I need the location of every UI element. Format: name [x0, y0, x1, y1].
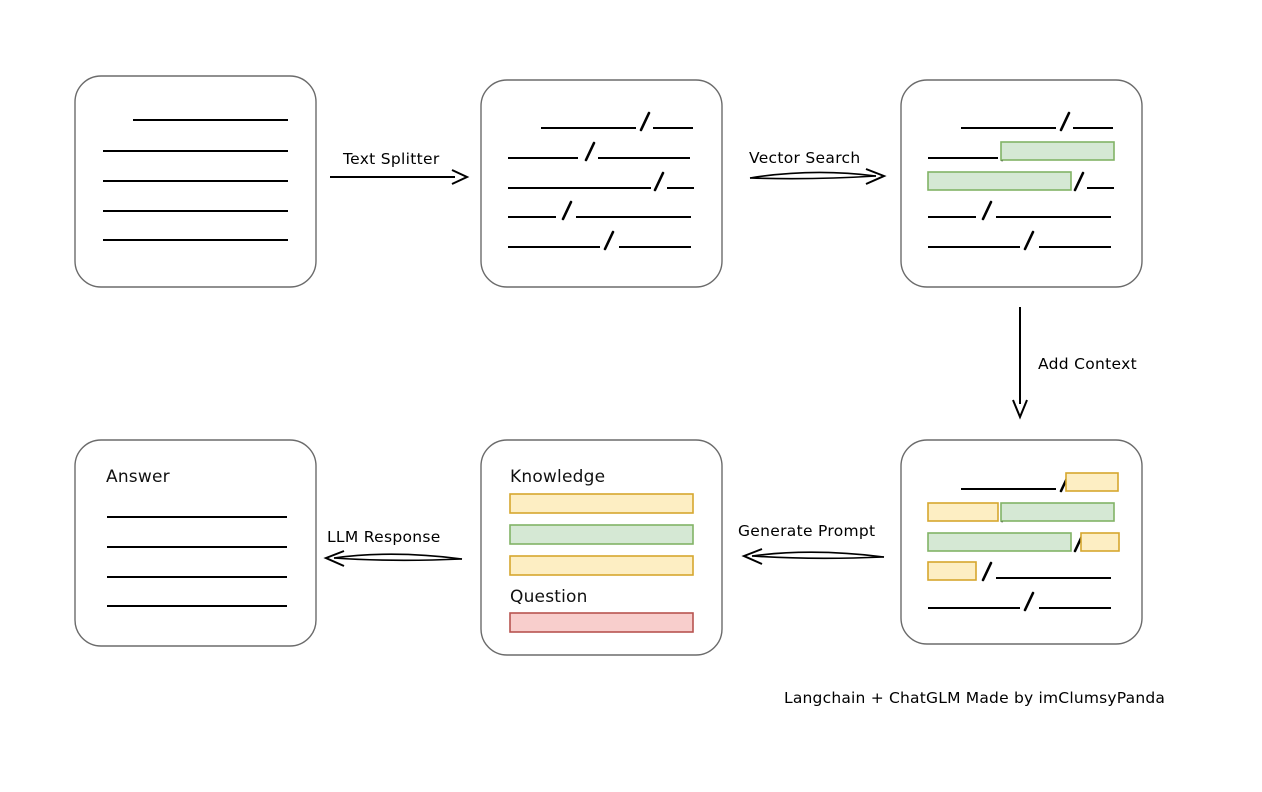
arrow-vector-search — [749, 168, 887, 185]
knowledge-bar-yellow — [509, 493, 694, 514]
source-document-lines — [103, 118, 288, 242]
context-document-lines — [927, 472, 1120, 612]
knowledge-bar-green — [509, 524, 694, 545]
node-context-document[interactable] — [900, 439, 1143, 645]
node-source-document[interactable] — [74, 75, 317, 288]
chip-yellow — [927, 561, 977, 581]
chip-yellow — [1080, 532, 1120, 552]
chip-green — [927, 171, 1072, 191]
prompt-bars — [509, 493, 694, 633]
chip-green — [1000, 502, 1115, 522]
chip-green — [927, 532, 1072, 552]
prompt-knowledge-heading: Knowledge — [510, 467, 605, 487]
matched-document-lines — [927, 111, 1115, 251]
arrow-label-generate-prompt: Generate Prompt — [738, 522, 875, 540]
arrow-label-add-context: Add Context — [1038, 355, 1137, 373]
node-answer[interactable] — [74, 439, 317, 647]
answer-card-title: Answer — [106, 467, 170, 487]
chip-green — [1000, 141, 1115, 161]
node-prompt[interactable] — [480, 439, 723, 656]
node-split-document[interactable] — [480, 79, 723, 288]
arrow-llm-response — [323, 550, 463, 567]
arrow-label-text-splitter: Text Splitter — [342, 150, 440, 168]
question-bar-red — [509, 612, 694, 633]
arrow-generate-prompt — [741, 548, 885, 565]
chip-yellow — [1065, 472, 1119, 492]
answer-lines — [107, 515, 287, 608]
arrow-label-vector-search: Vector Search — [749, 149, 860, 167]
answer-card[interactable] — [74, 439, 317, 647]
chip-yellow — [927, 502, 999, 522]
prompt-question-heading: Question — [510, 587, 588, 607]
footer-credit: Langchain + ChatGLM Made by imClumsyPand… — [784, 689, 1165, 707]
node-matched-document[interactable] — [900, 79, 1143, 288]
split-document-lines — [508, 111, 694, 251]
split-document-card[interactable] — [480, 79, 723, 288]
arrow-label-llm-response: LLM Response — [327, 528, 441, 546]
knowledge-bar-yellow — [509, 555, 694, 576]
arrow-add-context — [1012, 307, 1028, 420]
arrow-text-splitter — [330, 169, 470, 185]
